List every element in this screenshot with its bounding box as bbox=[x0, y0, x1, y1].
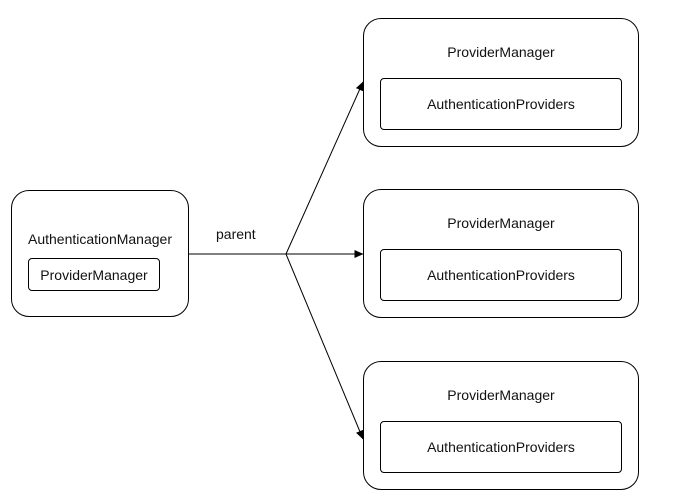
provider-manager-title-top: ProviderManager bbox=[447, 44, 555, 60]
parent-edge-label: parent bbox=[216, 226, 256, 242]
provider-manager-node-middle[interactable]: ProviderManager AuthenticationProviders bbox=[363, 189, 639, 318]
authentication-manager-node[interactable]: AuthenticationManager ProviderManager bbox=[11, 190, 189, 317]
arrow-to-provider-manager-bottom bbox=[285, 253, 364, 440]
provider-manager-node-top[interactable]: ProviderManager AuthenticationProviders bbox=[363, 18, 639, 147]
provider-manager-title-bottom: ProviderManager bbox=[447, 387, 555, 403]
arrow-to-provider-manager-top bbox=[285, 81, 364, 255]
authentication-manager-title: AuthenticationManager bbox=[28, 231, 172, 247]
authentication-providers-box-middle[interactable]: AuthenticationProviders bbox=[380, 249, 622, 301]
authentication-manager-inner-provider-manager[interactable]: ProviderManager bbox=[28, 258, 160, 291]
provider-manager-title-middle: ProviderManager bbox=[447, 215, 555, 231]
authentication-manager-inner-provider-manager-label: ProviderManager bbox=[40, 266, 148, 283]
authentication-providers-label-bottom: AuthenticationProviders bbox=[427, 439, 575, 455]
authentication-providers-box-top[interactable]: AuthenticationProviders bbox=[380, 78, 622, 130]
authentication-providers-label-middle: AuthenticationProviders bbox=[427, 267, 575, 283]
authentication-providers-box-bottom[interactable]: AuthenticationProviders bbox=[380, 421, 622, 473]
authentication-providers-label-top: AuthenticationProviders bbox=[427, 96, 575, 112]
provider-manager-node-bottom[interactable]: ProviderManager AuthenticationProviders bbox=[363, 361, 639, 490]
